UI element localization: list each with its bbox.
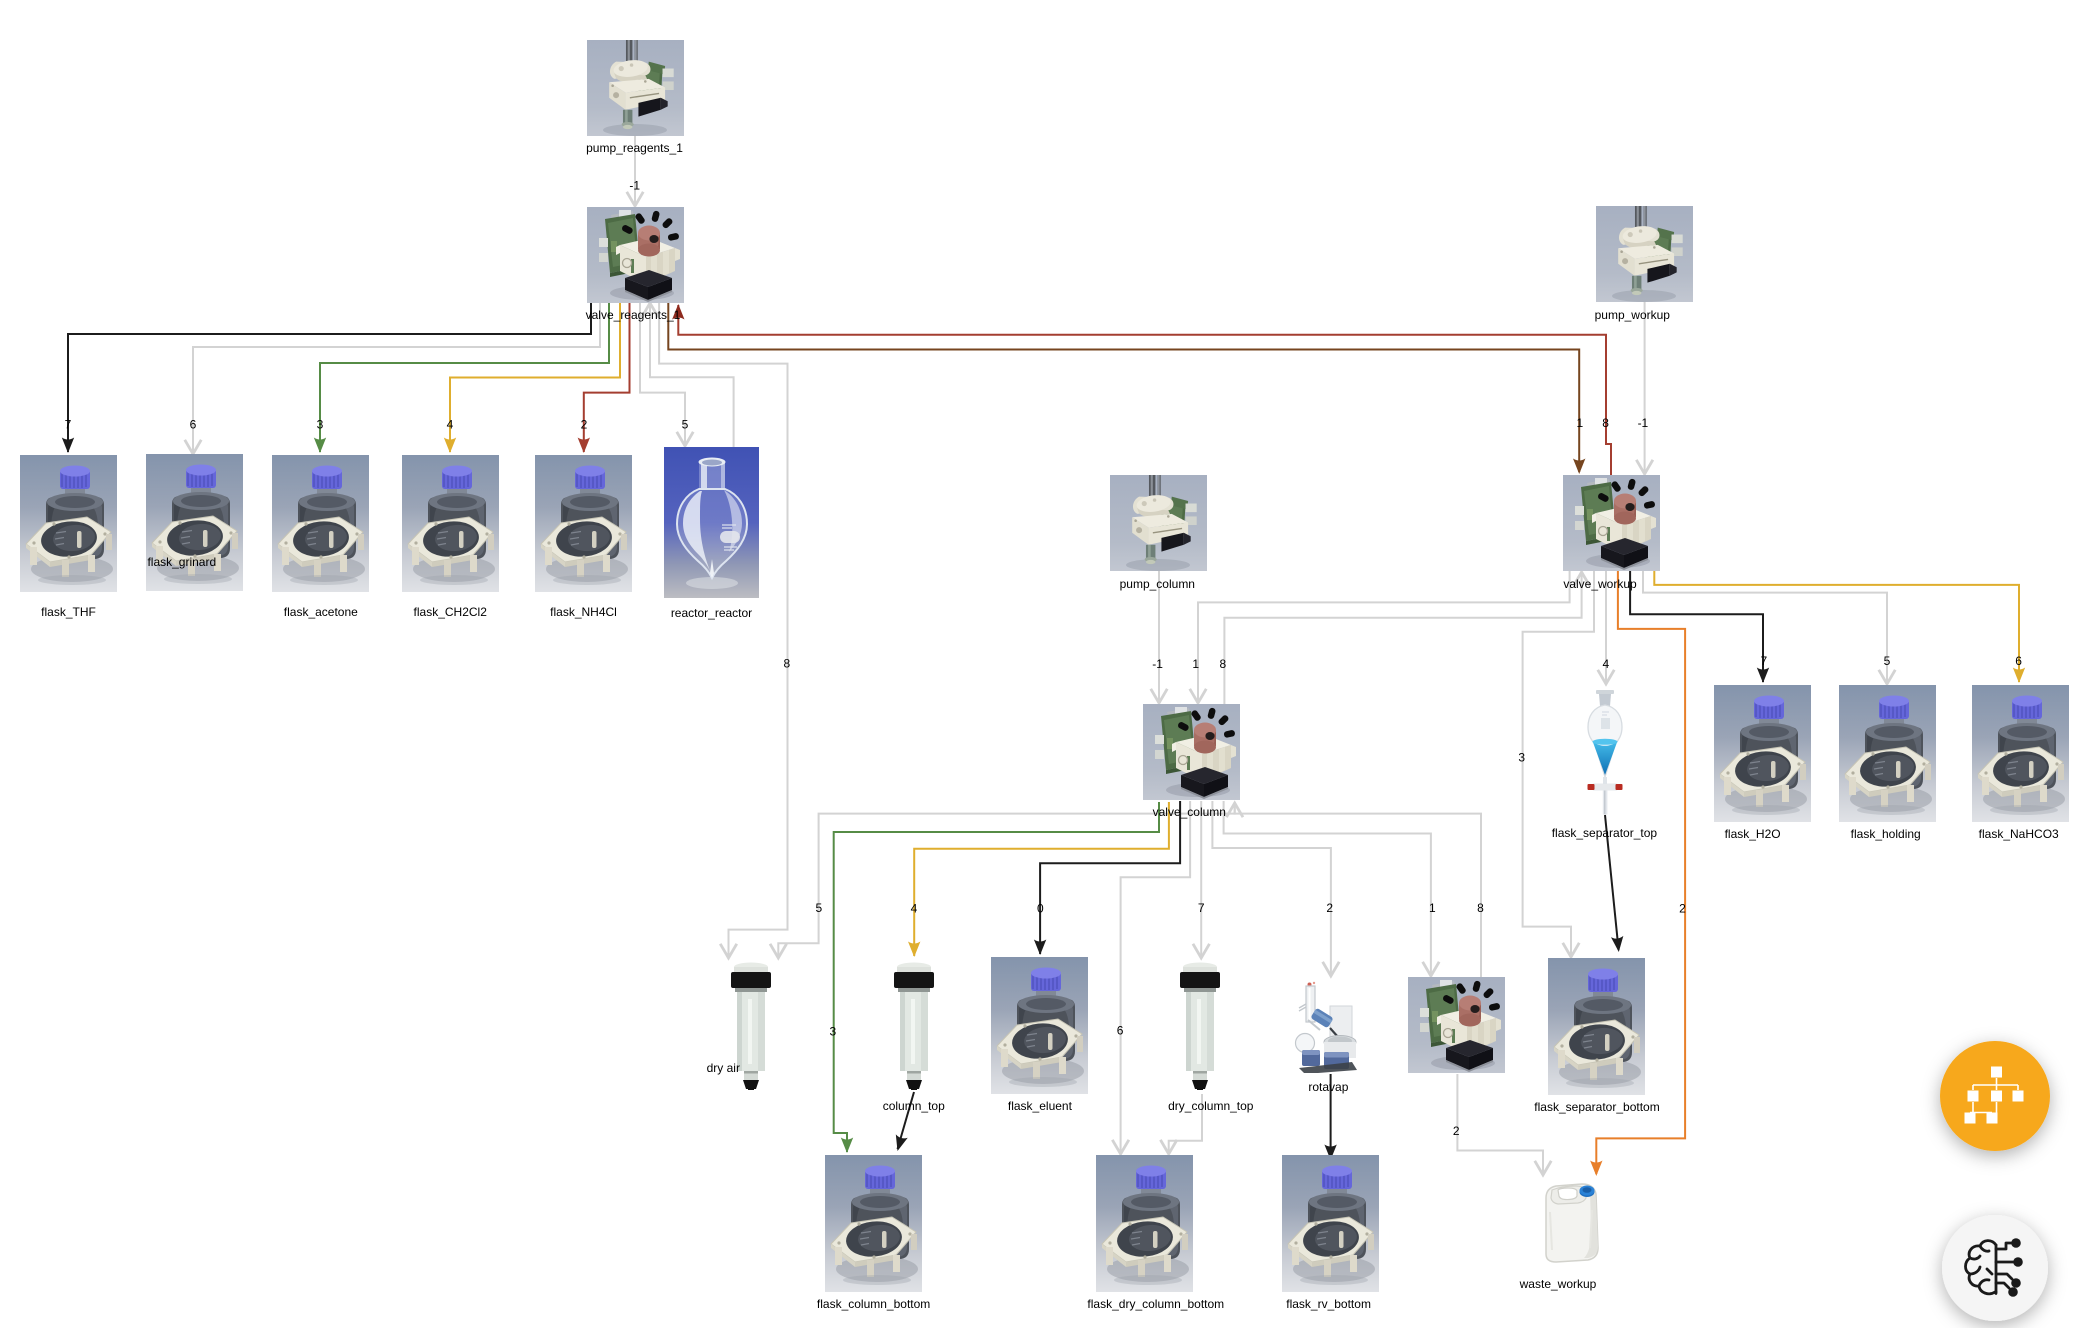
svg-text:reactor_reactor: reactor_reactor [671,606,752,620]
svg-text:flask_column_bottom: flask_column_bottom [817,1297,930,1311]
svg-text:8: 8 [1602,416,1609,430]
svg-text:4: 4 [911,902,918,916]
svg-text:flask_acetone: flask_acetone [284,605,358,619]
svg-text:pump_column: pump_column [1120,577,1195,591]
svg-text:waste_workup: waste_workup [1519,1277,1597,1291]
svg-text:5: 5 [682,418,689,432]
svg-text:4: 4 [447,418,454,432]
svg-text:flask_CH2Cl2: flask_CH2Cl2 [414,605,488,619]
svg-text:2: 2 [1453,1124,1460,1138]
svg-text:7: 7 [65,418,72,432]
svg-text:8: 8 [783,657,790,671]
svg-text:7: 7 [1761,654,1768,668]
svg-text:-1: -1 [1152,657,1163,671]
svg-text:2: 2 [1679,902,1686,916]
svg-text:-1: -1 [1638,416,1649,430]
svg-text:2: 2 [1326,901,1333,915]
svg-text:7: 7 [1198,901,1205,915]
svg-text:1: 1 [1577,416,1584,430]
svg-text:dry air: dry air [707,1061,740,1075]
svg-text:5: 5 [816,901,823,915]
svg-text:8: 8 [1477,901,1484,915]
svg-text:valve_column: valve_column [1153,805,1226,819]
svg-text:flask_separator_bottom: flask_separator_bottom [1534,1100,1659,1114]
svg-text:valve_reagents_1: valve_reagents_1 [586,308,681,322]
svg-text:flask_eluent: flask_eluent [1008,1099,1073,1113]
svg-text:flask_separator_top: flask_separator_top [1552,826,1658,840]
svg-text:6: 6 [2015,654,2022,668]
svg-text:flask_grinard: flask_grinard [147,555,216,569]
svg-text:3: 3 [830,1025,837,1039]
svg-text:rotavap: rotavap [1308,1080,1348,1094]
svg-text:2: 2 [581,418,588,432]
svg-text:6: 6 [190,418,197,432]
svg-text:column_top: column_top [883,1099,945,1113]
svg-text:6: 6 [1117,1024,1124,1038]
svg-text:flask_THF: flask_THF [41,605,96,619]
svg-text:3: 3 [1518,751,1525,765]
svg-text:0: 0 [1037,902,1044,916]
svg-text:flask_H2O: flask_H2O [1725,827,1781,841]
svg-text:1: 1 [1429,901,1436,915]
svg-text:1: 1 [1192,657,1199,671]
svg-text:flask_NaHCO3: flask_NaHCO3 [1979,827,2059,841]
svg-text:8: 8 [1219,657,1226,671]
svg-text:flask_NH4Cl: flask_NH4Cl [550,605,617,619]
svg-text:valve_workup: valve_workup [1563,577,1637,591]
svg-text:flask_dry_column_bottom: flask_dry_column_bottom [1087,1297,1224,1311]
svg-text:pump_workup: pump_workup [1595,308,1671,322]
svg-text:pump_reagents_1: pump_reagents_1 [586,141,683,155]
svg-text:flask_holding: flask_holding [1851,827,1921,841]
svg-text:4: 4 [1602,657,1609,671]
svg-text:3: 3 [317,418,324,432]
svg-text:flask_rv_bottom: flask_rv_bottom [1286,1297,1371,1311]
svg-text:dry_column_top: dry_column_top [1168,1099,1254,1113]
svg-text:5: 5 [1884,654,1891,668]
svg-text:-1: -1 [629,179,640,193]
